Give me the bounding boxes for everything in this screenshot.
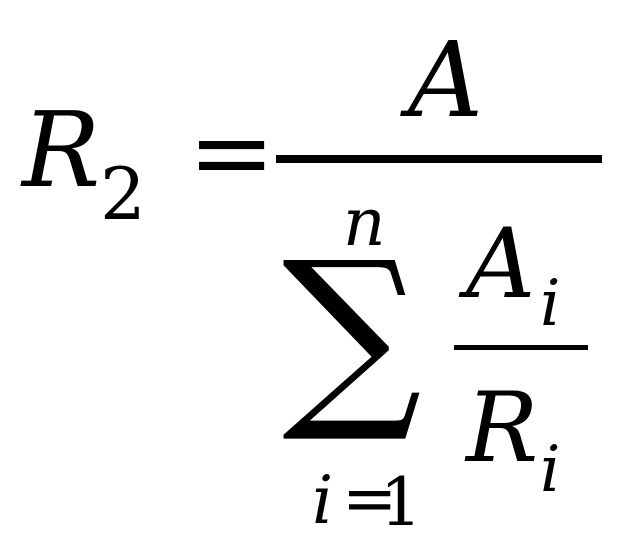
inner-numerator-symbol: A (466, 208, 536, 320)
inner-numerator-subscript: i (540, 267, 561, 341)
lhs-subscript: 2 (100, 152, 146, 236)
inner-fraction-bar (454, 345, 588, 350)
sum-upper-limit: n (343, 184, 386, 261)
equals-sign: = (188, 91, 276, 213)
sum-lower-equals: = (342, 460, 398, 537)
sum-lower-start: 1 (380, 464, 422, 541)
lhs-symbol: R (22, 89, 101, 211)
main-fraction-bar (276, 155, 602, 163)
main-numerator: A (408, 19, 484, 141)
inner-denominator-subscript: i (540, 433, 561, 507)
sum-lower-index: i (312, 462, 334, 539)
sum-operator: ∑ (282, 220, 422, 448)
inner-denominator-symbol: R (466, 372, 539, 484)
